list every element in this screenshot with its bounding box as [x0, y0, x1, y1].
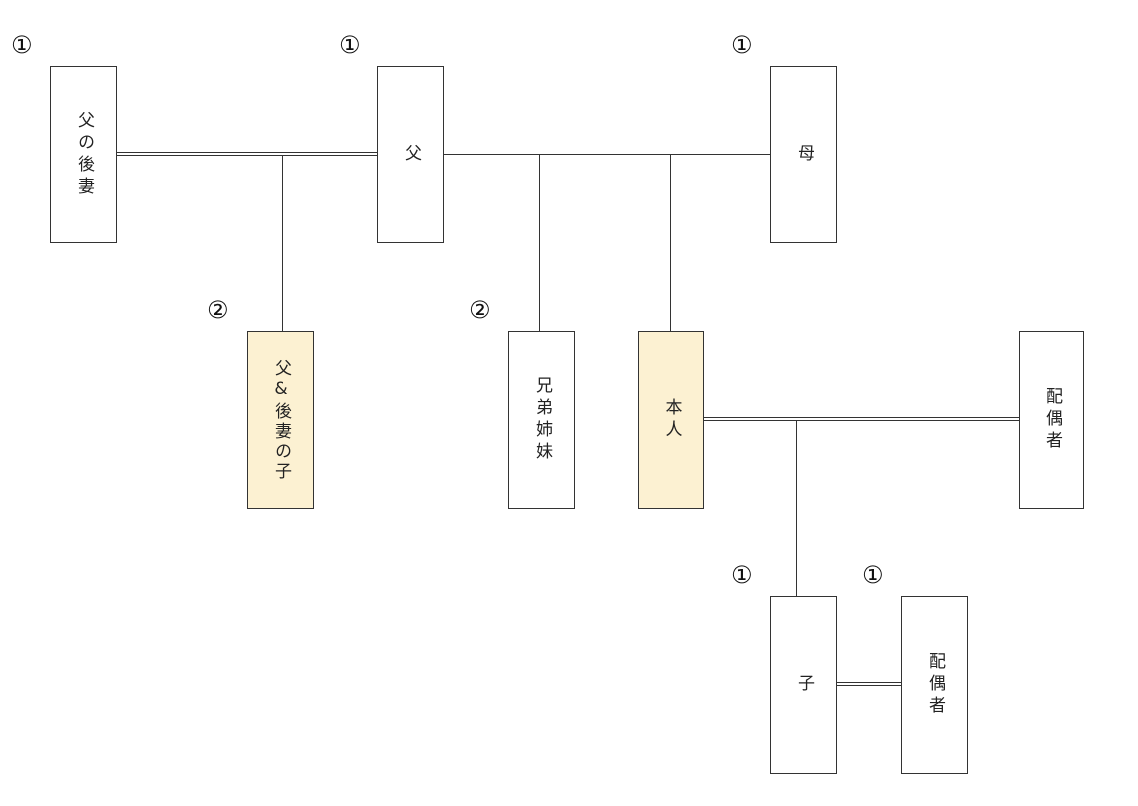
- rank-mark-father-second-wife: ①: [11, 31, 33, 59]
- person-label: 本人: [661, 398, 682, 442]
- person-label: 父の後妻: [74, 110, 94, 199]
- person-label: 配偶者: [1042, 387, 1062, 453]
- person-half-sibling[interactable]: 父&後妻の子: [247, 331, 314, 509]
- person-spouse[interactable]: 配偶者: [1019, 331, 1084, 509]
- person-child-spouse[interactable]: 配偶者: [901, 596, 968, 774]
- person-self[interactable]: 本人: [638, 331, 704, 509]
- descent-line-child: [796, 421, 797, 596]
- rank-mark-child: ①: [731, 561, 753, 589]
- descent-line-siblings: [539, 155, 540, 331]
- person-label: 父&後妻の子: [271, 358, 291, 482]
- line-father-mother: [443, 154, 770, 155]
- rank-mark-siblings: ②: [469, 296, 491, 324]
- descent-line-half-sibling: [282, 155, 283, 331]
- person-label: 配偶者: [925, 652, 945, 718]
- person-child[interactable]: 子: [770, 596, 837, 774]
- rank-mark-father: ①: [339, 31, 361, 59]
- marriage-line-father-second-wife: [116, 152, 377, 156]
- person-father[interactable]: 父: [377, 66, 444, 243]
- person-mother[interactable]: 母: [770, 66, 837, 243]
- person-label: 父: [401, 143, 421, 166]
- descent-line-self: [670, 155, 671, 331]
- rank-mark-half-sibling: ②: [207, 296, 229, 324]
- person-father-second-wife[interactable]: 父の後妻: [50, 66, 117, 243]
- person-label: 兄弟姉妹: [532, 376, 552, 464]
- person-label: 子: [794, 674, 814, 696]
- marriage-line-self-spouse: [703, 417, 1019, 421]
- person-label: 母: [794, 143, 814, 166]
- rank-mark-mother: ①: [731, 31, 753, 59]
- marriage-line-child-spouse: [836, 682, 901, 686]
- person-siblings[interactable]: 兄弟姉妹: [508, 331, 575, 509]
- rank-mark-child-spouse: ①: [862, 561, 884, 589]
